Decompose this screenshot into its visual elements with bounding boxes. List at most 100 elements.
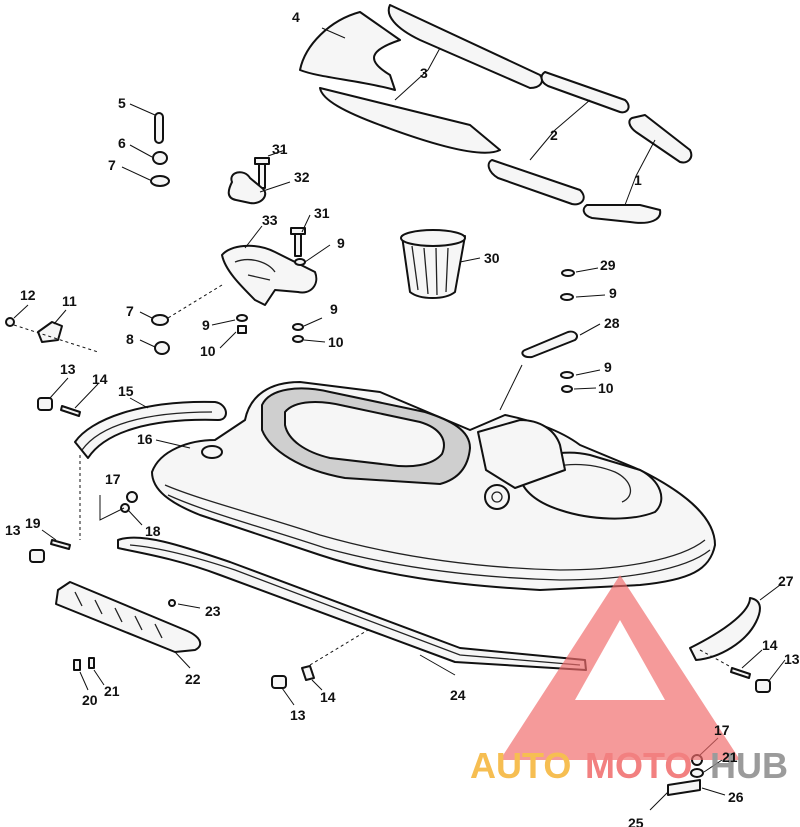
hardware-top-left (121, 103, 170, 187)
part-28-strap (521, 330, 578, 359)
part-7-washer-mid (151, 314, 169, 326)
watermark-text-moto: MOTO (585, 745, 692, 786)
part-32-clip (227, 171, 267, 205)
callout-label: 10 (328, 334, 344, 350)
part-26-bracket (667, 779, 701, 796)
callout-label: 13 (290, 707, 306, 723)
callout-label: 12 (20, 287, 36, 303)
part-13-cap-mid (271, 675, 287, 689)
callout-label: 26 (728, 789, 744, 805)
automotohub-watermark: AUTO MOTO HUB (470, 575, 788, 786)
part-18-nut (120, 503, 130, 513)
callout-label: 3 (420, 65, 428, 81)
callout-label: 13 (784, 651, 800, 667)
callout-label: 1 (634, 172, 642, 188)
part-5-pin (154, 112, 164, 144)
callout-label: 31 (314, 205, 330, 221)
callout-label: 17 (714, 722, 730, 738)
callout-label: 15 (118, 383, 134, 399)
part-1-upper-mat (628, 114, 693, 164)
part-33-bracket (221, 244, 318, 306)
callout-label: 11 (62, 293, 77, 309)
hardware-31-32 (227, 149, 291, 205)
storage-cup-30 (400, 229, 481, 299)
callout-label: 10 (598, 380, 614, 396)
callout-label: 21 (722, 749, 738, 765)
part-13-cap-right (755, 679, 771, 693)
part-31-screw-mid-head (290, 227, 306, 235)
callout-label: 9 (330, 301, 338, 317)
callout-label: 9 (609, 285, 617, 301)
callout-label: 24 (450, 687, 466, 703)
part-9-washer-b (560, 293, 574, 301)
part-14-screw-top (60, 405, 81, 417)
callout-label: 27 (778, 573, 794, 589)
part-20-screw (73, 659, 81, 671)
part-13-cap-top (37, 397, 53, 411)
part-21-washer (88, 657, 95, 669)
hardware-left (5, 304, 326, 355)
callout-label: 10 (200, 343, 216, 359)
callout-label: 8 (126, 331, 134, 347)
callout-label: 13 (5, 522, 21, 538)
hull-16 (151, 381, 716, 591)
part-10-nut-e (292, 335, 304, 343)
part-2-lower-mat (487, 159, 585, 206)
part-15-rub-rail (74, 400, 227, 459)
callout-label: 5 (118, 95, 126, 111)
callout-label: 25 (628, 815, 644, 827)
part-31-screw-mid (294, 231, 302, 257)
part-22-grate (55, 581, 202, 653)
part-23-screw (168, 599, 176, 607)
watermark-text-hub: HUB (710, 745, 788, 786)
part-1-lower-mat (582, 204, 662, 224)
part-8-grommet (154, 341, 170, 355)
rub-rail-left (37, 377, 227, 459)
callout-label: 9 (337, 235, 345, 251)
callout-label: 14 (762, 637, 778, 653)
hardware-right (499, 267, 606, 411)
callout-label: 30 (484, 250, 500, 266)
part-9-washer-a (294, 258, 306, 266)
part-16-console (477, 419, 566, 489)
part-14-screw-right (730, 667, 751, 679)
callout-label: 14 (320, 689, 336, 705)
callout-label: 22 (185, 671, 201, 687)
callout-label: 17 (105, 471, 121, 487)
part-3-upper-mat (387, 4, 543, 89)
part-2-upper-mat (540, 71, 630, 114)
callout-label: 6 (118, 135, 126, 151)
callout-label: 7 (126, 303, 134, 319)
callout-label: 23 (205, 603, 221, 619)
callout-label: 16 (137, 431, 153, 447)
callout-label: 9 (604, 359, 612, 375)
part-30-cup-rim (400, 229, 466, 247)
part-10-nut-d (237, 325, 247, 334)
part-9-washer-c (560, 371, 574, 379)
part-11-latch (37, 321, 63, 343)
part-10-nut-c (561, 385, 573, 393)
part-30-cup (401, 235, 466, 299)
part-9-washer-e (292, 323, 304, 331)
part-19-screw (50, 539, 71, 550)
part-6-grommet (152, 151, 168, 165)
callout-label: 4 (292, 9, 300, 25)
part-7-washer-top (150, 175, 170, 187)
part-4-front-mat (299, 11, 401, 91)
part-14-screw-mid (301, 665, 315, 681)
callout-label: 28 (604, 315, 620, 331)
callout-label: 9 (202, 317, 210, 333)
part-29-clip (561, 269, 575, 277)
callout-labels: 4 3 2 1 5 6 7 31 32 33 31 9 30 29 9 12 1… (5, 9, 800, 827)
handle-bracket-33 (167, 214, 331, 319)
part-13-cap-left (29, 549, 45, 563)
callout-label: 29 (600, 257, 616, 273)
watermark-triangle-logo (500, 575, 740, 760)
rear-rail-27 (689, 584, 786, 693)
callout-label: 14 (92, 371, 108, 387)
intake-grate-22 (55, 581, 202, 691)
part-3-lower-mat (319, 87, 501, 154)
hardware-left-lower (29, 455, 143, 563)
part-17-bolt (126, 491, 138, 503)
